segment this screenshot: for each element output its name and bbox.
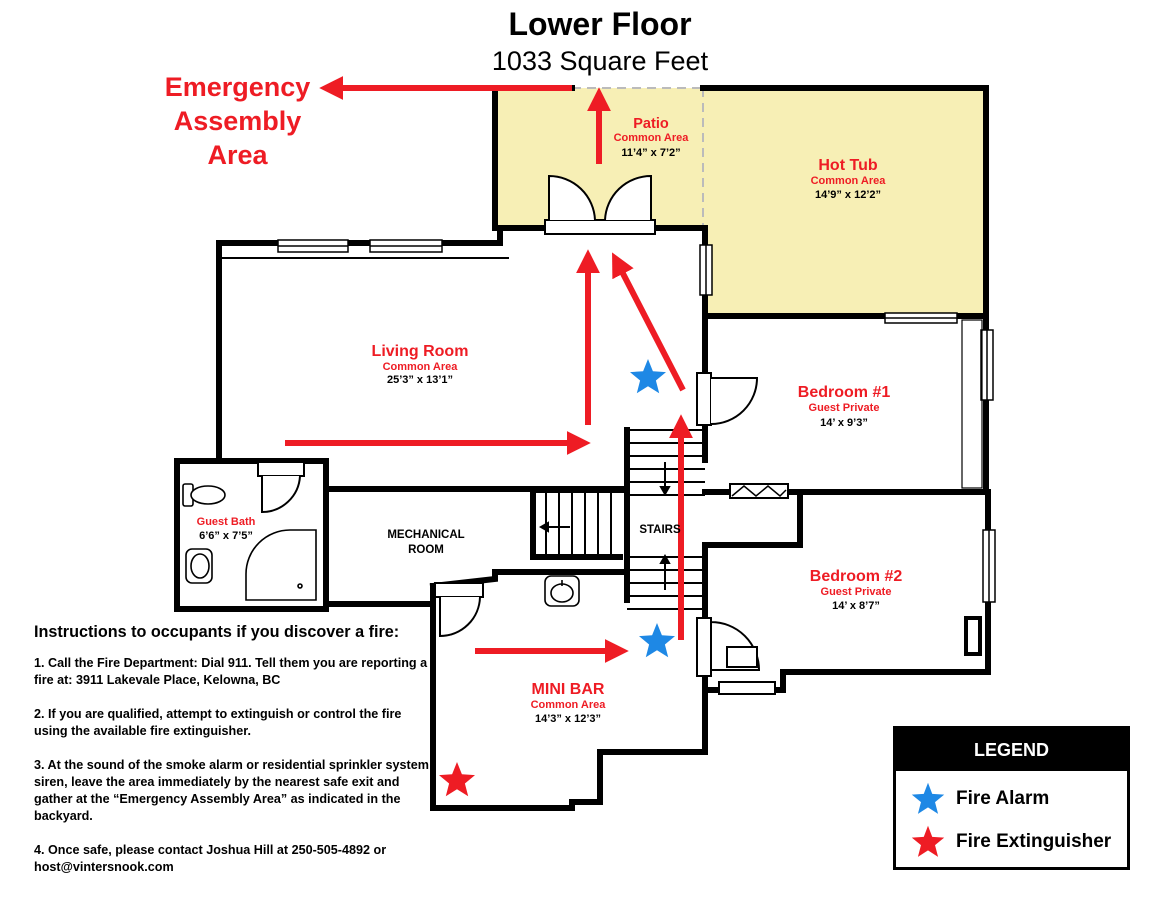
windows (277, 239, 996, 656)
living-room-type: Common Area (383, 361, 459, 373)
hot-tub-dims: 14’9” x 12’2” (815, 189, 881, 201)
hot-tub-area (703, 88, 986, 316)
bedroom-1-type: Guest Private (809, 402, 880, 414)
patio-dims: 11’4” x 7’2” (621, 147, 680, 159)
exit-arrow-diagonal (612, 252, 686, 392)
instruction-item: 3. At the sound of the smoke alarm or re… (34, 758, 429, 823)
bedroom-2-dims: 14’ x 8’7” (832, 600, 880, 612)
instruction-item: 2. If you are qualified, attempt to exti… (34, 707, 402, 738)
instruction-item: 4. Once safe, please contact Joshua Hill… (34, 843, 387, 874)
toilet-bowl (190, 485, 226, 505)
mechanical-room-line-1: MECHANICAL (387, 529, 464, 541)
living-room-dims: 25’3” x 13’1” (387, 374, 453, 386)
hot-tub-name: Hot Tub (818, 157, 877, 174)
blue-star-icon (911, 782, 945, 814)
fire-instructions: Instructions to occupants if you discove… (34, 624, 434, 893)
guest-bath-name: Guest Bath (197, 516, 256, 528)
patio-type: Common Area (614, 132, 690, 144)
bedroom-2-name: Bedroom #2 (810, 568, 903, 585)
bedroom-2-type: Guest Private (821, 586, 892, 598)
staircase (532, 429, 705, 610)
bedroom-1-dims: 14’ x 9’3” (820, 417, 868, 429)
instruction-item: 1. Call the Fire Department: Dial 911. T… (34, 656, 428, 687)
patio-name: Patio (633, 116, 669, 132)
shower (245, 529, 317, 601)
guest-bath-dims: 6’6” x 7’5” (199, 530, 253, 542)
instructions-heading: Instructions to occupants if you discove… (34, 623, 400, 641)
fire-extinguisher-icon (439, 762, 475, 797)
fixtures (182, 483, 580, 607)
floor-area: 1033 Square Feet (491, 46, 709, 76)
mini-bar-name: MINI BAR (532, 681, 605, 698)
legend-fire-extinguisher: Fire Extinguisher (910, 822, 1111, 862)
assembly-area-line-2: Assembly (173, 106, 302, 136)
assembly-area-line-3: Area (207, 140, 268, 170)
mini-bar-dims: 14’3” x 12’3” (535, 713, 601, 725)
assembly-area-line-1: Emergency (164, 72, 311, 102)
exit-arrows (285, 76, 693, 663)
legend-fire-extinguisher-label: Fire Extinguisher (956, 831, 1112, 852)
bedroom-1-name: Bedroom #1 (798, 384, 891, 401)
doors (257, 174, 789, 695)
legend-fire-alarm: Fire Alarm (910, 779, 1049, 819)
hot-tub-type: Common Area (811, 175, 887, 187)
fire-alarm-icon (639, 623, 675, 658)
mechanical-room-line-2: ROOM (408, 544, 444, 556)
living-room-name: Living Room (372, 343, 469, 360)
red-star-icon (911, 825, 945, 857)
fire-alarm-icon (630, 359, 666, 394)
legend-title: LEGEND (896, 729, 1127, 771)
legend-fire-alarm-label: Fire Alarm (956, 788, 1050, 809)
floor-title: Lower Floor (508, 6, 692, 42)
mini-bar-type: Common Area (531, 699, 607, 711)
stairs-label: STAIRS (639, 524, 681, 536)
legend: LEGEND Fire Alarm Fire Extinguisher (893, 726, 1130, 870)
